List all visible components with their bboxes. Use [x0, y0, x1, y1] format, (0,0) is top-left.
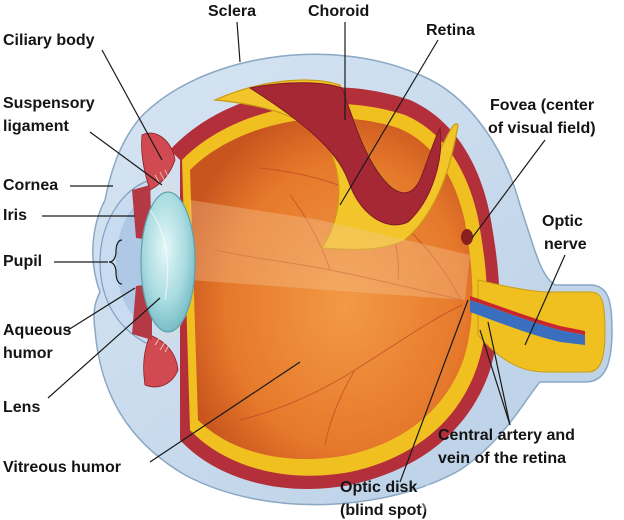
label-optic-disk-line2: (blind spot)	[340, 502, 427, 519]
label-fovea-line1: Fovea (center	[490, 97, 594, 114]
label-lens: Lens	[3, 399, 40, 416]
label-optic-disk-line1: Optic disk	[340, 479, 417, 496]
label-aqueous-line2: humor	[3, 345, 53, 362]
watermark: Postila.ru	[420, 477, 587, 520]
label-cornea: Cornea	[3, 177, 58, 194]
label-vitreous: Vitreous humor	[3, 459, 121, 476]
label-retina: Retina	[426, 22, 475, 39]
label-sclera: Sclera	[208, 3, 256, 20]
label-central-line2: vein of the retina	[438, 450, 566, 467]
label-suspensory-line2: ligament	[3, 118, 69, 135]
label-choroid: Choroid	[308, 3, 369, 20]
label-optic-nerve-line1: Optic	[542, 213, 583, 230]
label-aqueous-line1: Aqueous	[3, 322, 72, 339]
leader-lines	[42, 21, 566, 483]
label-ciliary-body: Ciliary body	[3, 32, 95, 49]
vitreous-translucent-plane	[190, 200, 470, 300]
label-iris: Iris	[3, 207, 27, 224]
fovea	[461, 229, 473, 245]
label-optic-nerve-line2: nerve	[544, 236, 587, 253]
label-fovea-line2: of visual field)	[488, 120, 596, 137]
central-artery	[470, 296, 585, 335]
labels: Sclera Choroid Retina Ciliary body Suspe…	[3, 3, 596, 519]
optic-nerve-core	[470, 300, 585, 345]
label-suspensory-line1: Suspensory	[3, 95, 95, 112]
label-pupil: Pupil	[3, 253, 42, 270]
label-central-line1: Central artery and	[438, 427, 575, 444]
